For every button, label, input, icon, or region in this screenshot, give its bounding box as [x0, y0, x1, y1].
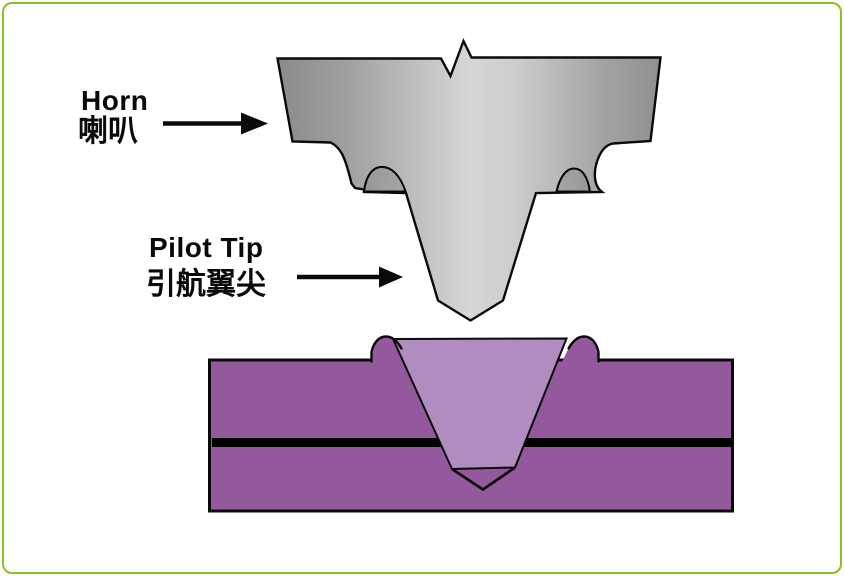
horn-label-zh: 喇叭: [78, 115, 138, 148]
horn-fillet-right: [555, 167, 592, 193]
pilot-tip-label-en: Pilot Tip: [149, 232, 264, 263]
flash-bump-right: [559, 336, 599, 368]
horn-label-en: Horn: [81, 85, 149, 116]
horn-fillet-left: [362, 165, 407, 193]
cavity-v-notch: [451, 466, 516, 492]
horn-arrow: [163, 112, 268, 135]
flash-bump-left-outline: [370, 335, 403, 363]
pilot-tip-arrow: [297, 266, 403, 288]
pilot-tip-arrowhead-icon: [379, 266, 403, 288]
pilot-tip-label-zh: 引航翼尖: [146, 268, 266, 301]
horn-shape: [276, 37, 662, 322]
flash-bump-right-outline: [567, 335, 600, 363]
horn-arrowhead-icon: [241, 112, 268, 135]
flash-bump-left: [371, 336, 411, 368]
